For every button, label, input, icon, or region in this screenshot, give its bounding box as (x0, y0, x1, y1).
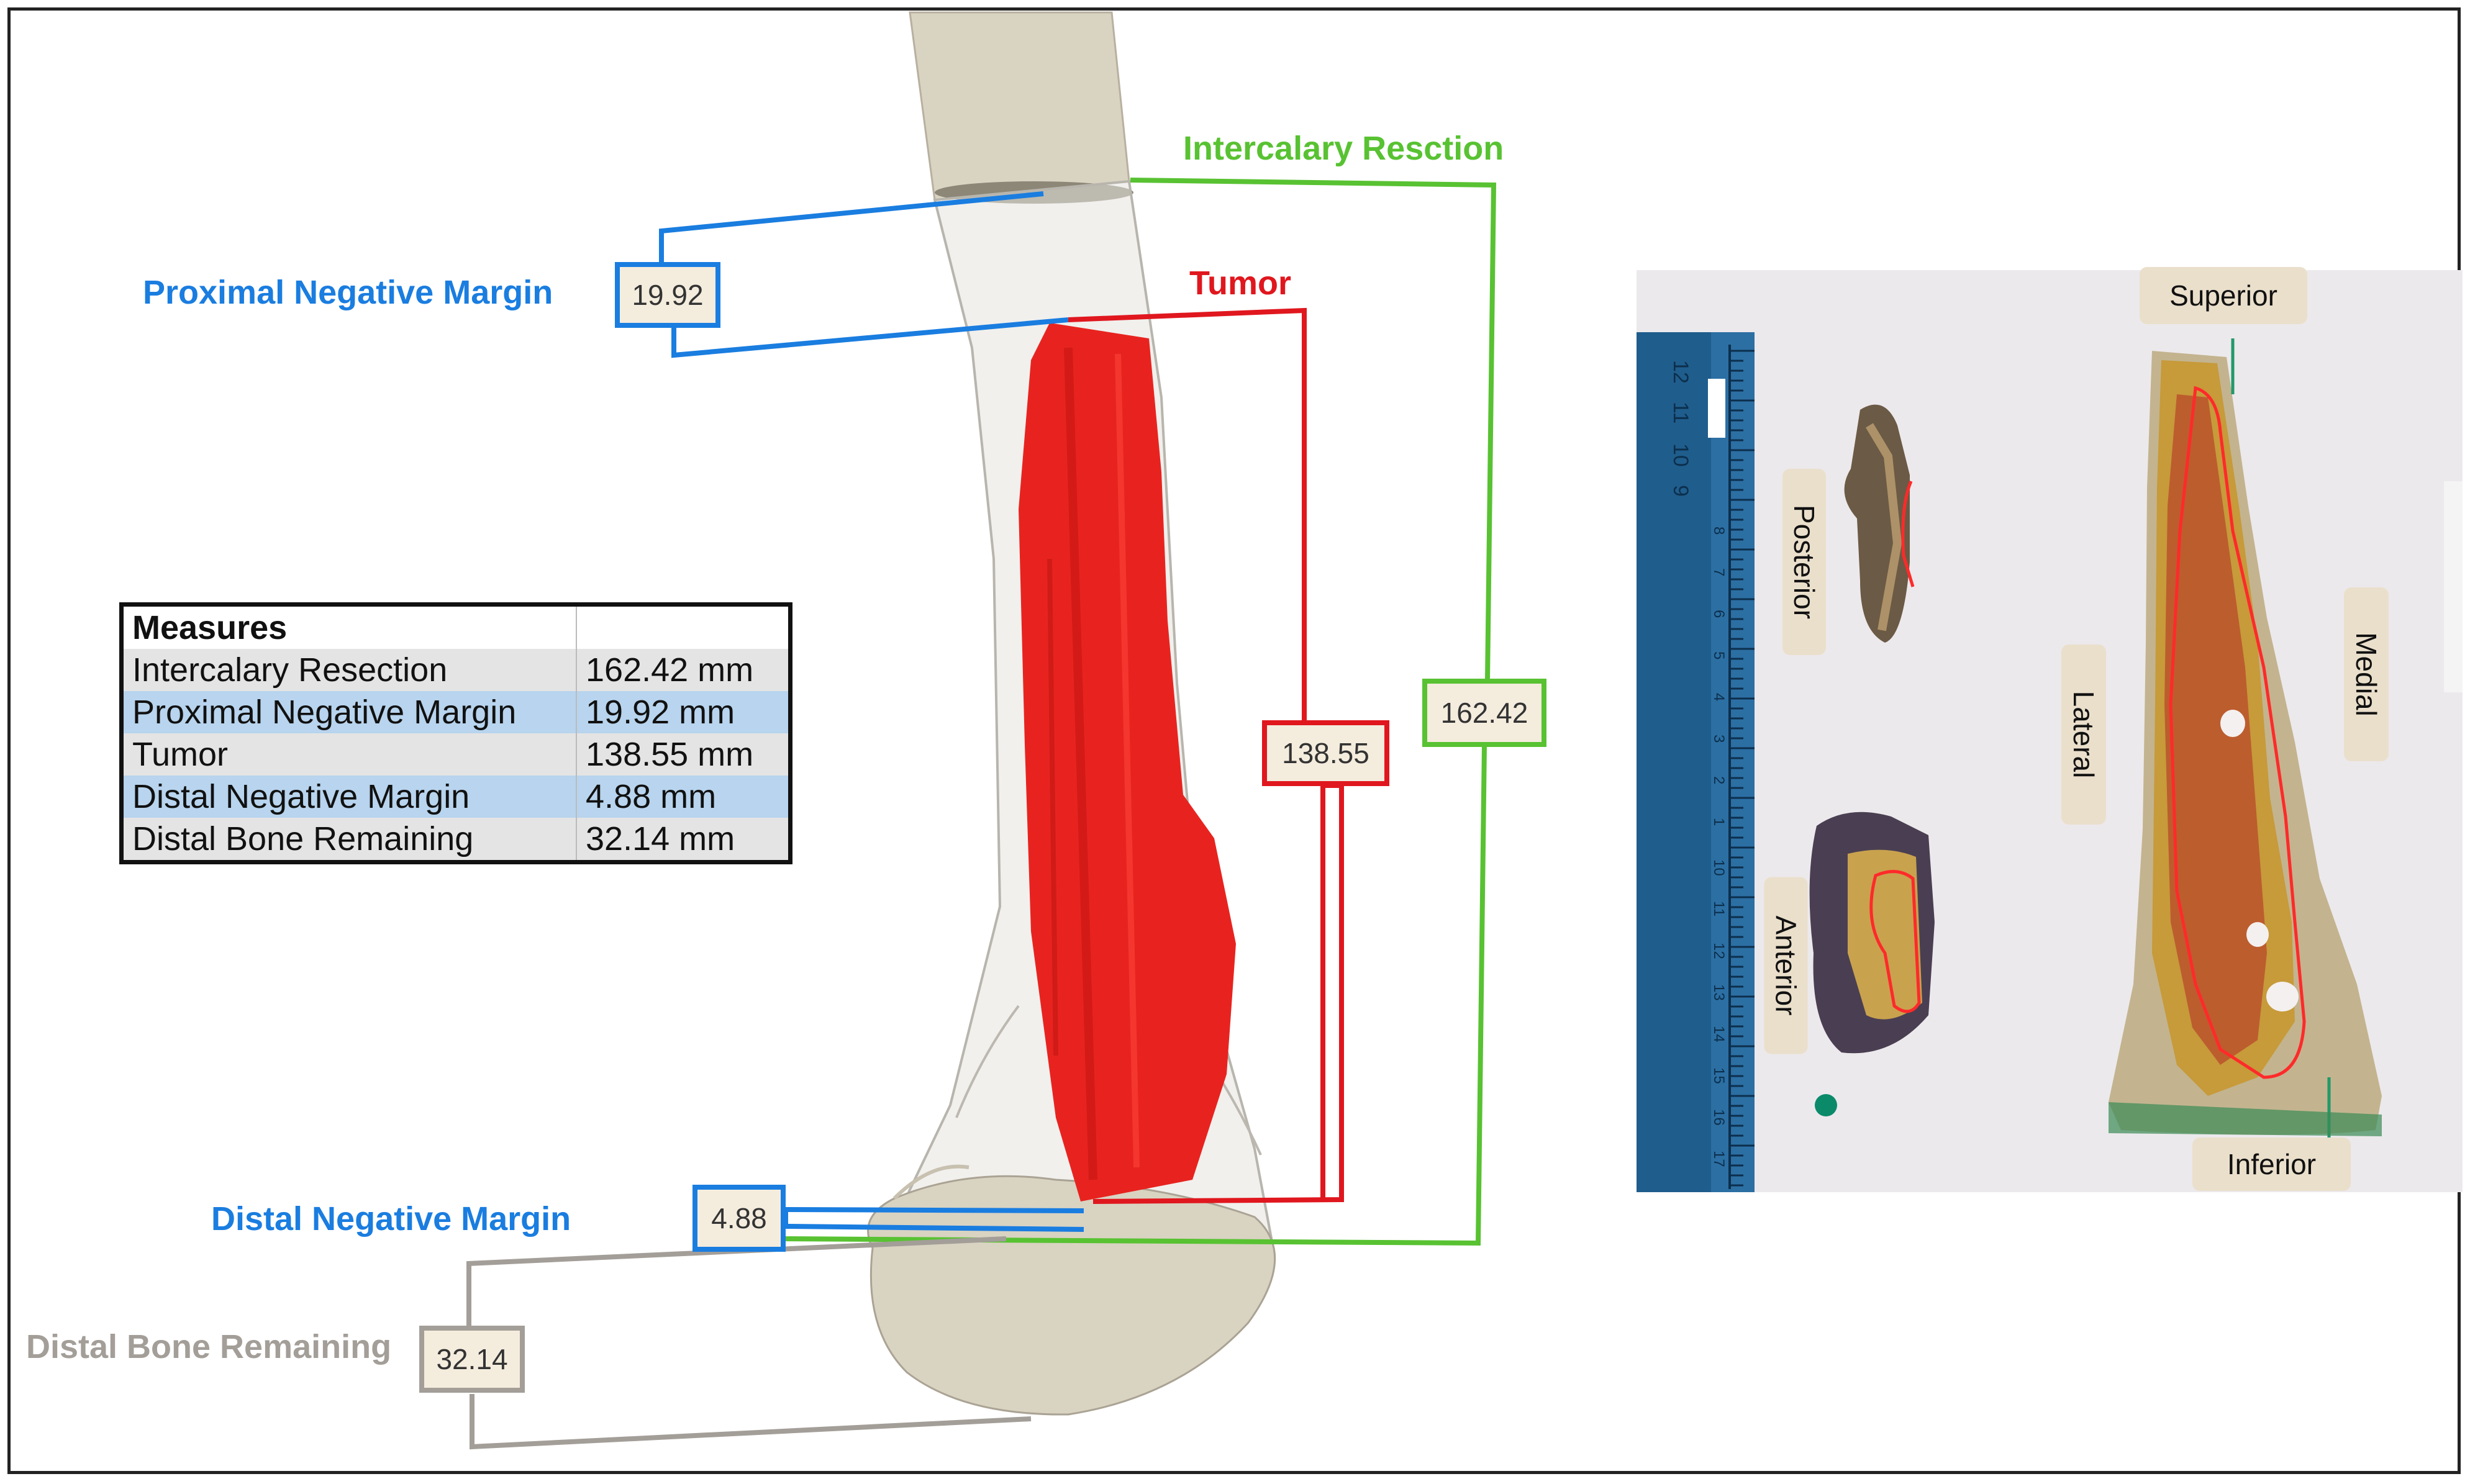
distal-remaining-bracket (466, 1236, 1007, 1329)
table-row: Proximal Negative Margin 19.92 mm (121, 691, 791, 733)
ruler-number: 1 (1710, 818, 1727, 826)
ruler-number: 9 (1669, 485, 1692, 497)
table-row: Intercalary Resection 162.42 mm (121, 649, 791, 691)
row-name: Intercalary Resection (121, 649, 577, 691)
ruler-number: 3 (1710, 735, 1727, 743)
table-row: Distal Bone Remaining 32.14 mm (121, 818, 791, 862)
measures-header: Measures (121, 604, 577, 649)
ruler-number: 11 (1710, 901, 1727, 916)
distal-margin-bracket (785, 1207, 1084, 1213)
intercalary-bracket (1130, 178, 1497, 681)
ruler-number: 12 (1710, 943, 1727, 959)
superior-label: Superior (2140, 267, 2307, 324)
ruler-number: 6 (1710, 610, 1727, 618)
anterior-label: Anterior (1764, 877, 1808, 1054)
table-row: Distal Negative Margin 4.88 mm (121, 776, 791, 818)
ruler-number: 7 (1710, 568, 1727, 576)
lateral-label: Lateral (2061, 645, 2106, 825)
ruler-number: 10 (1669, 443, 1692, 467)
medial-label: Medial (2344, 587, 2389, 761)
table-row: Tumor 138.55 mm (121, 733, 791, 776)
ruler-number: 8 (1710, 527, 1727, 535)
ruler-number: 13 (1710, 984, 1727, 1001)
ruler-number: 2 (1710, 776, 1727, 784)
distal-value-box: 4.88 (692, 1185, 786, 1252)
proximal-label: Proximal Negative Margin (143, 274, 553, 311)
row-name: Distal Bone Remaining (121, 818, 577, 862)
row-name: Distal Negative Margin (121, 776, 577, 818)
proximal-margin-bracket (659, 191, 1044, 268)
row-value: 19.92 mm (576, 691, 791, 733)
bone-condyle (867, 1175, 1276, 1416)
ruler-number: 10 (1710, 859, 1727, 876)
ruler-number: 16 (1710, 1109, 1727, 1126)
intercalary-label: Intercalary Resction (1183, 130, 1504, 167)
row-value: 32.14 mm (576, 818, 791, 862)
measures-table: Measures Intercalary Resection 162.42 mm… (119, 602, 792, 864)
ruler-number: 5 (1710, 651, 1727, 659)
inferior-label: Inferior (2192, 1138, 2351, 1191)
specimen-photo: 12 11 10 9 8 7 6 5 4 3 2 1 10 11 12 13 14 15 16 17 (1637, 270, 2463, 1192)
ruler-number: 12 (1669, 360, 1692, 384)
row-name: Proximal Negative Margin (121, 691, 577, 733)
ruler-number: 15 (1710, 1067, 1727, 1084)
ruler-number: 14 (1710, 1026, 1727, 1043)
proximal-value-box: 19.92 (615, 262, 720, 328)
distal-label: Distal Negative Margin (211, 1200, 571, 1237)
row-value: 162.42 mm (576, 649, 791, 691)
ruler-number: 17 (1710, 1151, 1727, 1167)
distal-remaining-value-box: 32.14 (419, 1326, 525, 1393)
tumor-value-box: 138.55 (1262, 720, 1389, 786)
row-value: 4.88 mm (576, 776, 791, 818)
row-name: Tumor (121, 733, 577, 776)
tumor-label: Tumor (1189, 265, 1291, 302)
posterior-label: Posterior (1782, 469, 1826, 655)
ruler-number: 4 (1710, 693, 1727, 701)
intercalary-value-box: 162.42 (1422, 679, 1546, 747)
distal-remaining-label: Distal Bone Remaining (26, 1328, 392, 1365)
tumor-bracket (1068, 307, 1307, 722)
ruler-number: 11 (1669, 402, 1692, 423)
row-value: 138.55 mm (576, 733, 791, 776)
